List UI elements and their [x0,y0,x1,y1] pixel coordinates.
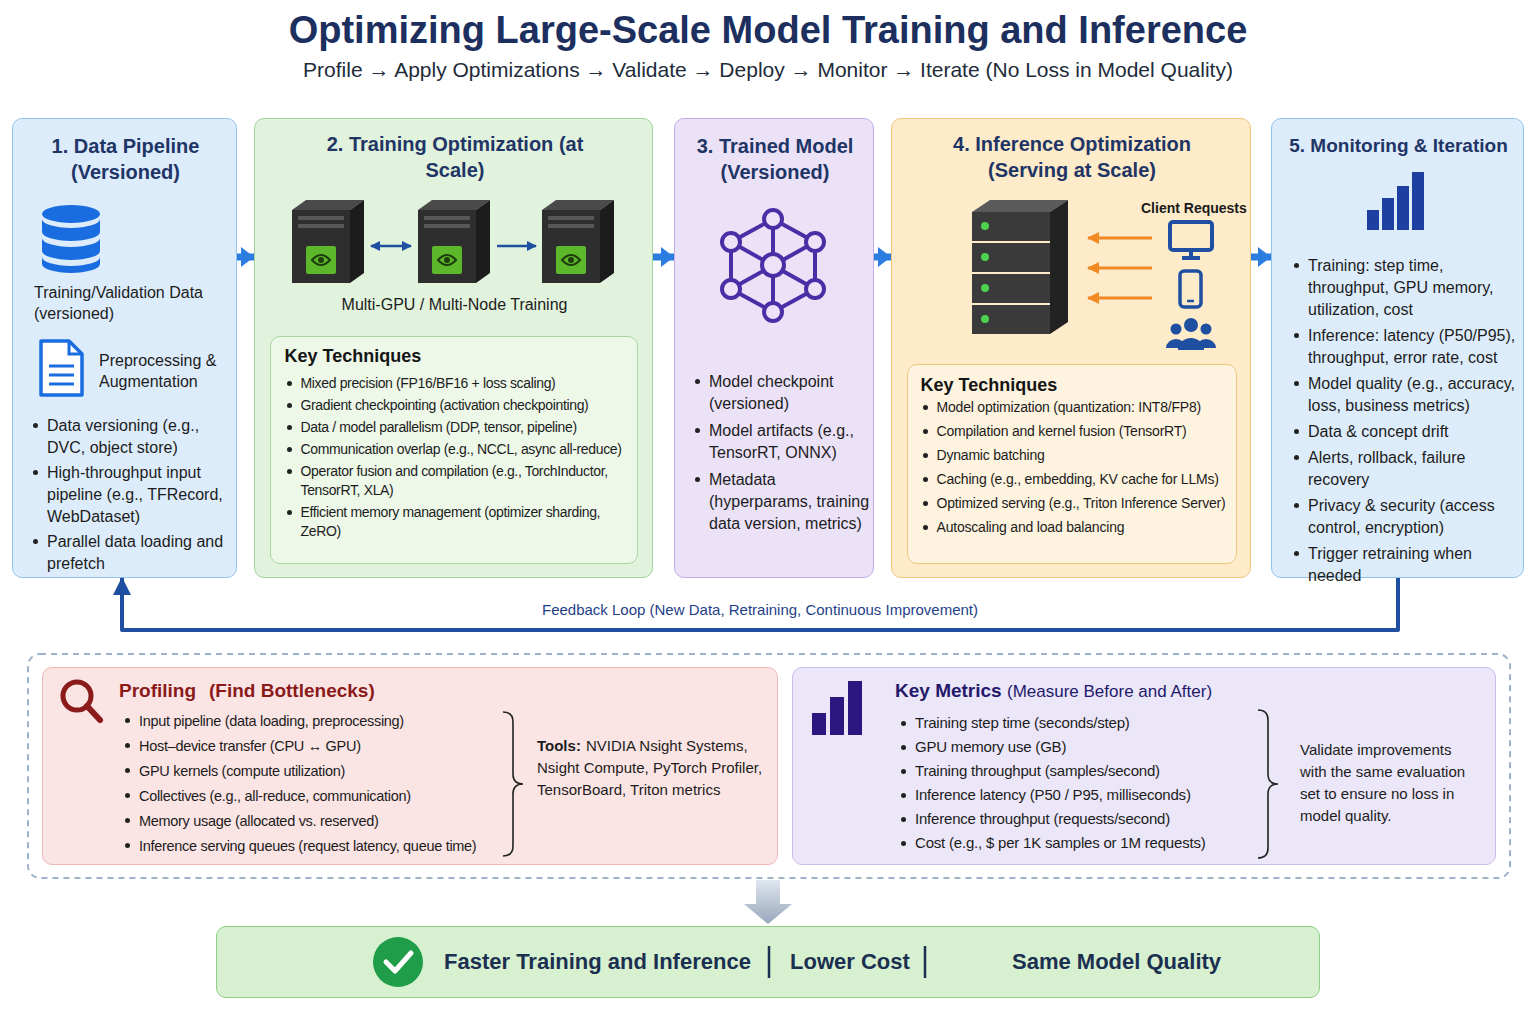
bullet-item: Model checkpoint (versioned) [693,371,871,415]
bullet-item: Parallel data loading and prefetch [31,531,226,575]
bullet-item: Data & concept drift [1292,421,1520,443]
bullet-item: Efficient memory management (optimizer s… [285,503,637,541]
bullet-item: Alerts, rollback, failure recovery [1292,447,1520,491]
stage-box: 2. Training Optimization (at Scale) Multi… [254,118,653,578]
bullet-item: Compilation and kernel fusion (TensorRT) [921,422,1235,441]
panel-heading: Profiling [119,679,196,703]
bullet-item: Mixed precision (FP16/BF16 + loss scalin… [285,374,637,393]
bullet-item: Optimized serving (e.g., Triton Inferenc… [921,494,1235,513]
bullet-list: Data versioning (e.g., DVC, object store… [31,415,226,575]
panel-heading: (Find Bottlenecks) [209,679,375,703]
bullet-item: GPU memory use (GB) [899,737,1259,757]
stage-heading: 1. Data Pipeline (Versioned) [13,133,238,185]
bullet-item: GPU kernels (compute utilization) [123,761,523,781]
bullet-item: Data / model parallelism (DDP, tensor, p… [285,418,637,437]
bullet-item: Collectives (e.g., all-reduce, communica… [123,786,523,806]
bullet-item: Memory usage (allocated vs. reserved) [123,811,523,831]
result-text: Same Model Quality [1012,947,1221,977]
tools-label: Tools: [537,735,581,757]
bullet-list: Training step time (seconds/step) GPU mem… [899,713,1259,853]
stage-heading: 5. Monitoring & Iteration [1272,133,1525,159]
stage-box: 4. Inference Optimization (Serving at Sc… [891,118,1251,578]
edge-label: Feedback Loop (New Data, Retraining, Con… [542,600,978,620]
result-text: Lower Cost [790,947,910,977]
panel-subheading: (Measure Before and After) [1007,681,1212,703]
technique-panel: Model optimization (quantization: INT8/F… [907,364,1237,564]
technique-panel: Mixed precision (FP16/BF16 + loss scalin… [270,336,638,564]
bullet-item: Training step time (seconds/step) [899,713,1259,733]
flow-arrow [653,254,674,261]
bullet-item: Model quality (e.g., accuracy, loss, bus… [1292,373,1520,417]
bullet-item: Metadata (hyperparams, training data ver… [693,469,871,535]
bullet-item: Gradient checkpointing (activation check… [285,396,637,415]
bullet-item: Inference latency (P50 / P95, millisecon… [899,785,1259,805]
bullet-item: Caching (e.g., embedding, KV cache for L… [921,470,1235,489]
tools-text: NVIDIA Nsight Systems, Nsight Compute, P… [537,735,777,801]
feedback-arrow [122,578,1398,630]
dashed-group-frame [28,654,1510,878]
diagram-title: Optimizing Large-Scale Model Training an… [0,8,1536,52]
stage-box: Model checkpoint (versioned) Model artifa… [674,118,874,578]
flow-arrow [1251,254,1271,261]
bullet-item: Autoscaling and load balancing [921,518,1235,537]
bullet-item: Data versioning (e.g., DVC, object store… [31,415,226,459]
stage-box: Data versioning (e.g., DVC, object store… [12,118,237,578]
icon-label: Client Requests [1141,199,1251,217]
bullet-item: Communication overlap (e.g., NCCL, async… [285,440,637,459]
result-text: Faster Training and Inference [444,947,751,977]
subtitle-label: Profile → Apply Optimizations → Validate… [0,57,1536,83]
bullet-item: Trigger retraining when needed [1292,543,1520,587]
bullet-list: Training: step time, throughput, GPU mem… [1292,255,1520,587]
bullet-item: Dynamic batching [921,446,1235,465]
bullet-item: Training throughput (samples/second) [899,761,1259,781]
bullet-item: Inference serving queues (request latenc… [123,836,523,856]
panel-heading: Key Techniques [285,345,585,367]
result-banner: Faster Training and Inference Lower Cost S… [216,926,1320,998]
body-text: Preprocessing & Augmentation [99,350,239,392]
bullet-list: Input pipeline (data loading, preprocess… [123,711,523,856]
bullet-item: Privacy & security (access control, encr… [1292,495,1520,539]
stage-heading: 4. Inference Optimization (Serving at Sc… [922,131,1222,183]
flow-arrow [874,254,891,261]
caption-text: Multi-GPU / Multi-Node Training [255,294,654,315]
panel-heading: Key Techniques [921,374,1221,396]
bullet-list: Mixed precision (FP16/BF16 + loss scalin… [285,374,637,541]
bullet-item: Host–device transfer (CPU ↔ GPU) [123,736,523,756]
bullet-list: Model optimization (quantization: INT8/F… [921,398,1235,537]
panel-heading: Key Metrics [895,679,1002,703]
bullet-item: Cost (e.g., $ per 1K samples or 1M reque… [899,833,1259,853]
bullet-item: Model artifacts (e.g., TensorRT, ONNX) [693,420,871,464]
bullet-item: Inference: latency (P50/P95), throughput… [1292,325,1520,369]
bullet-item: Model optimization (quantization: INT8/F… [921,398,1235,417]
down-arrow [744,880,792,924]
bullet-list: Model checkpoint (versioned) Model artifa… [693,371,871,535]
bullet-item: Operator fusion and compilation (e.g., T… [285,462,637,500]
profiling-panel: Input pipeline (data loading, preprocess… [42,667,778,865]
note-text: Validate improvements with the same eval… [1300,739,1468,827]
bullet-item: Inference throughput (requests/second) [899,809,1259,829]
bullet-item: Input pipeline (data loading, preprocess… [123,711,523,731]
bullet-item: Training: step time, throughput, GPU mem… [1292,255,1520,321]
body-text: Training/Validation Data (versioned) [34,282,204,324]
bullet-item: High-throughput input pipeline (e.g., TF… [31,462,226,528]
flow-arrow [237,254,254,261]
stage-heading: 2. Training Optimization (at Scale) [305,131,605,183]
metrics-panel: Training step time (seconds/step) GPU mem… [792,667,1496,865]
stage-heading: 3. Trained Model (Versioned) [675,133,875,185]
stage-box: Training: step time, throughput, GPU mem… [1271,118,1524,578]
